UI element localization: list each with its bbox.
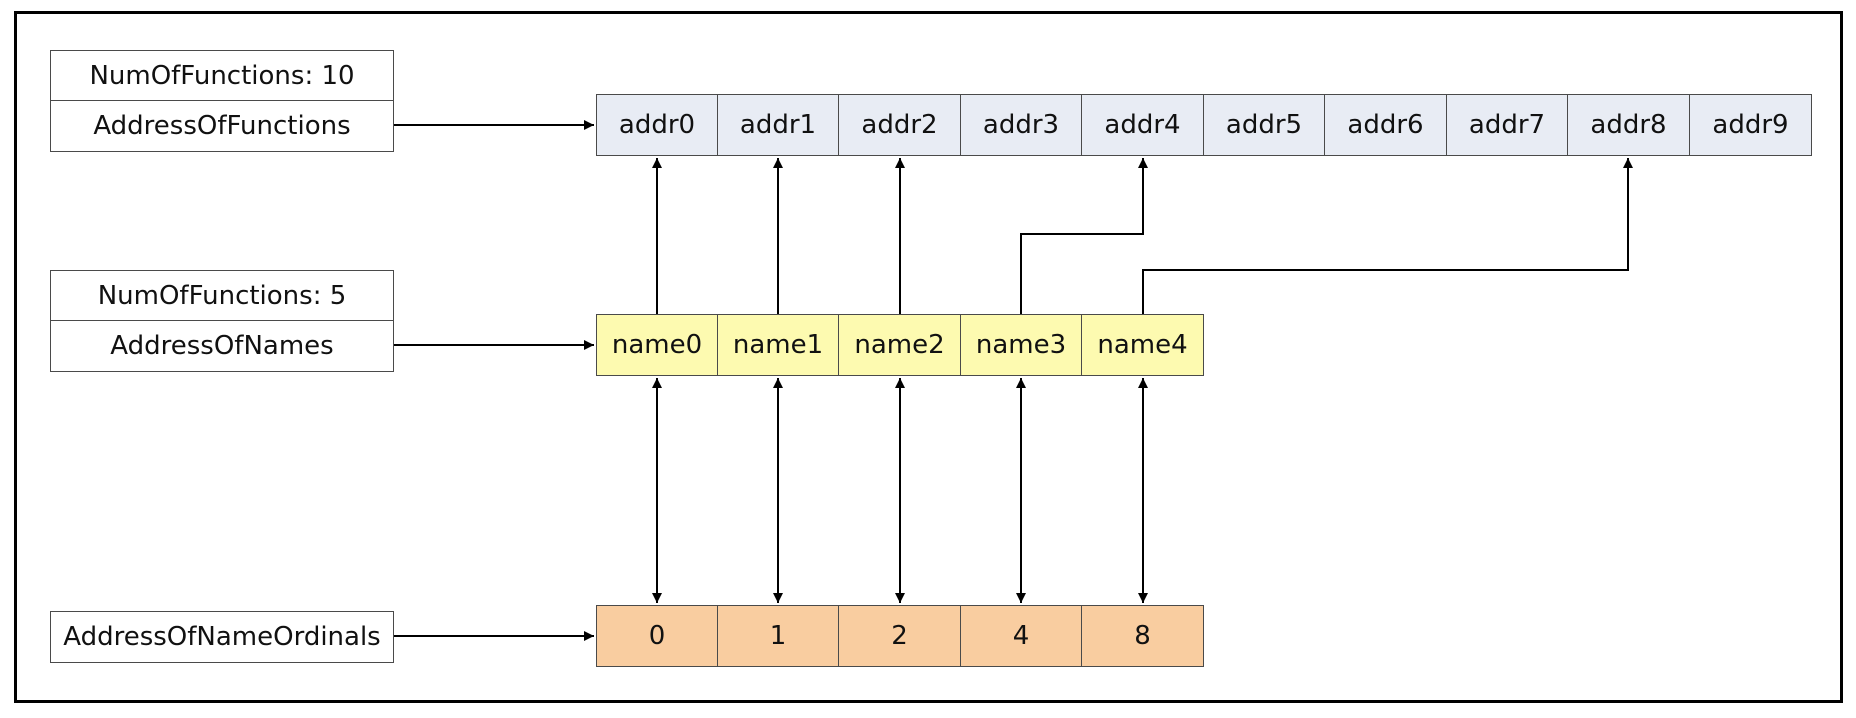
arrow-name4-to-addr8 xyxy=(1142,158,1633,314)
function-cell-3: addr3 xyxy=(960,94,1082,156)
name-cell-1: name1 xyxy=(717,314,839,376)
address-of-functions-label: AddressOfFunctions xyxy=(50,100,394,152)
name-cell-3: name3 xyxy=(960,314,1082,376)
function-cell-8: addr8 xyxy=(1567,94,1690,156)
function-cell-9: addr9 xyxy=(1689,94,1812,156)
address-of-name-ordinals-label: AddressOfNameOrdinals xyxy=(50,611,394,663)
name-cell-2: name2 xyxy=(838,314,961,376)
function-cell-4: addr4 xyxy=(1081,94,1204,156)
function-cell-5: addr5 xyxy=(1203,94,1325,156)
address-of-names-label: AddressOfNames xyxy=(50,320,394,372)
function-cell-7: addr7 xyxy=(1446,94,1568,156)
diagram-frame xyxy=(14,11,1843,703)
function-cell-0: addr0 xyxy=(596,94,718,156)
function-cell-1: addr1 xyxy=(717,94,839,156)
function-cell-2: addr2 xyxy=(838,94,961,156)
ordinal-cell-3: 4 xyxy=(960,605,1082,667)
function-cell-6: addr6 xyxy=(1324,94,1447,156)
ordinal-cell-1: 1 xyxy=(717,605,839,667)
ordinal-cell-4: 8 xyxy=(1081,605,1204,667)
arrow-name3-to-addr4 xyxy=(1020,158,1148,314)
ordinal-cell-2: 2 xyxy=(838,605,961,667)
num-of-names-label: NumOfFunctions: 5 xyxy=(50,270,394,322)
name-cell-0: name0 xyxy=(596,314,718,376)
name-cell-4: name4 xyxy=(1081,314,1204,376)
ordinal-cell-0: 0 xyxy=(596,605,718,667)
